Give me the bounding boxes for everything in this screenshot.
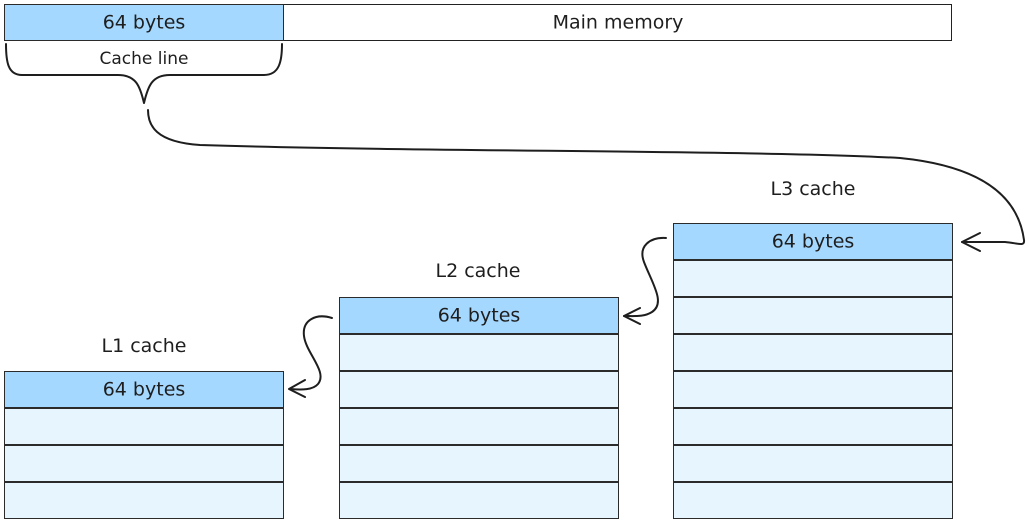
l1-cache-block: 64 bytes (4, 371, 284, 519)
l3-cache-title: L3 cache (770, 178, 856, 200)
l2-cache-block: 64 bytes (339, 297, 619, 519)
l1-cache-row (4, 408, 284, 445)
cache-line-label: Cache line (99, 49, 189, 69)
l3-cache-line-row: 64 bytes (673, 223, 953, 260)
l2-cache-row (339, 445, 619, 482)
l2-cache-line-row: 64 bytes (339, 297, 619, 334)
l1-cache-title: L1 cache (101, 335, 187, 357)
l1-cache-row (4, 445, 284, 482)
l2-cache-line-label: 64 bytes (437, 304, 521, 326)
l3-cache-row (673, 260, 953, 297)
cache-line-brace (5, 43, 283, 104)
main-memory-label: Main memory (552, 11, 684, 33)
l3-to-l2-arrow (623, 236, 667, 318)
l1-cache-row (4, 482, 284, 519)
main-memory-rest-cell: Main memory (284, 4, 952, 41)
l2-to-l1-arrowhead (288, 379, 306, 398)
main-memory-cache-line-cell: 64 bytes (4, 4, 284, 41)
memory-to-l3-arrowhead (961, 232, 981, 252)
l2-cache-row (339, 334, 619, 371)
l3-cache-line-label: 64 bytes (771, 230, 855, 252)
l3-cache-block: 64 bytes (673, 223, 953, 519)
main-memory-cache-line-label: 64 bytes (102, 11, 186, 33)
l1-cache-line-row: 64 bytes (4, 371, 284, 408)
l3-cache-row (673, 371, 953, 408)
l2-to-l1-arrow (289, 315, 333, 391)
l3-cache-row (673, 334, 953, 371)
l2-cache-title: L2 cache (435, 260, 521, 282)
memory-to-l3-arrow (147, 109, 1026, 245)
l3-cache-row (673, 297, 953, 334)
l2-cache-row (339, 482, 619, 519)
l2-cache-row (339, 371, 619, 408)
l1-cache-line-label: 64 bytes (102, 378, 186, 400)
l2-cache-row (339, 408, 619, 445)
l3-to-l2-arrowhead (623, 307, 641, 325)
l3-cache-row (673, 408, 953, 445)
l3-cache-row (673, 482, 953, 519)
l3-cache-row (673, 445, 953, 482)
